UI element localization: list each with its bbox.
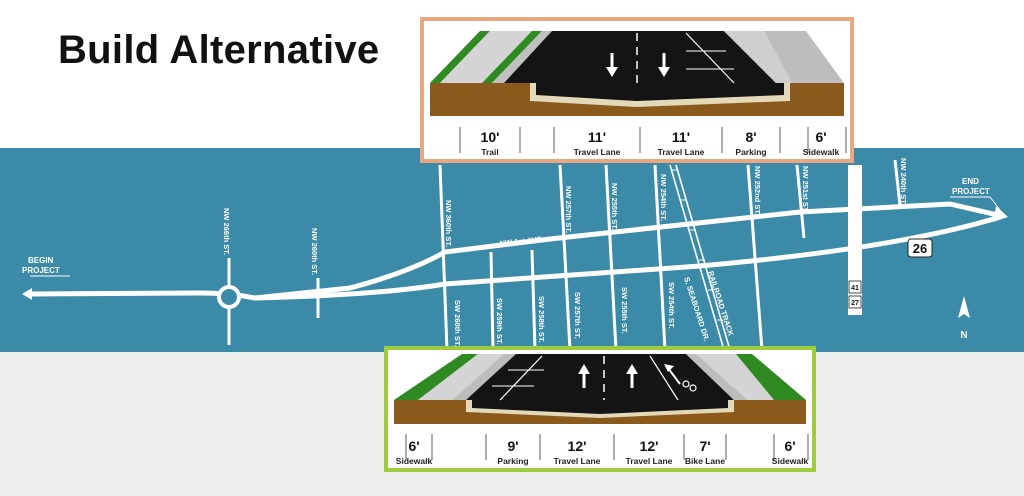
map-band <box>0 148 1024 352</box>
cross-streets <box>227 159 902 351</box>
begin-arrow <box>22 288 32 300</box>
street-label: SW 259th ST. <box>495 298 504 345</box>
svg-text:27: 27 <box>851 300 859 307</box>
street-label: NW 251st ST. <box>801 166 810 213</box>
arrow-up-icon <box>626 364 638 388</box>
street-line <box>489 251 495 351</box>
dimension-label: 12' Travel Lane <box>553 438 601 466</box>
dimension-label: 11' Travel Lane <box>657 129 705 157</box>
street-line <box>795 164 806 239</box>
dimension-label: 7' Bike Lane <box>684 438 726 466</box>
dimension-label: 12' Travel Lane <box>625 438 673 466</box>
arrow-up-icon <box>578 364 590 388</box>
railroad-track <box>669 164 731 351</box>
street-label: NW 252nd ST. <box>753 166 762 215</box>
dimension-label: 6' Sidewalk <box>771 438 809 466</box>
page-title: Build Alternative <box>58 28 380 72</box>
dimension-label: 11' Travel Lane <box>573 129 621 157</box>
cross-section-bottom: 6' Sidewalk 9' Parking 12' Travel Lane 1… <box>384 346 816 472</box>
arrow-down-icon <box>658 53 670 77</box>
street-label: NW 360th ST. <box>444 200 453 247</box>
street-label: SW 258th ST. <box>537 296 546 343</box>
svg-text:26: 26 <box>913 241 927 256</box>
roundabout <box>217 285 241 309</box>
north-arrow-icon: N <box>958 296 970 341</box>
dimension-label: 6' Sidewalk <box>395 438 433 466</box>
street-label: SW 254th ST. <box>667 282 676 329</box>
street-label: NW 266th ST. <box>222 208 231 255</box>
cross-section-top-drawing <box>430 31 847 153</box>
us-route-shield: 26 <box>907 238 933 258</box>
overpass-road <box>848 165 862 315</box>
dimension-label: 6' Sidewalk <box>802 129 840 157</box>
svg-text:41: 41 <box>851 285 859 292</box>
street-label: SW 255th ST. <box>620 287 629 334</box>
dimension-label: 10' Trail <box>480 129 500 157</box>
bike-lane-symbol-icon <box>664 364 697 392</box>
main-corridor <box>27 214 1001 301</box>
street-label: NW 257th ST. <box>564 186 573 233</box>
end-label-1: END <box>962 177 979 186</box>
street-label: NW 240th ST. <box>899 158 908 205</box>
street-line <box>746 164 764 351</box>
dimension-label: 9' Parking <box>497 438 529 466</box>
street-label: NW 255th ST. <box>610 183 619 230</box>
svg-text:N: N <box>960 330 967 341</box>
street-line <box>893 159 902 206</box>
street-label: SW 260th ST. <box>453 300 462 347</box>
state-route-shield: 41 27 <box>848 280 862 309</box>
begin-label-1: BEGIN <box>28 256 54 265</box>
cross-section-bottom-drawing <box>394 354 809 460</box>
street-line <box>604 164 618 351</box>
end-arrow <box>993 206 1008 222</box>
street-line <box>530 249 537 351</box>
street-line <box>558 164 572 351</box>
street-label: NW 254th ST. <box>659 174 668 221</box>
dimension-label: 8' Parking <box>735 129 767 157</box>
street-line <box>653 164 667 351</box>
street-label: SW 257th ST. <box>573 292 582 339</box>
end-label-2: PROJECT <box>952 187 990 196</box>
street-line <box>438 164 449 351</box>
begin-label-2: PROJECT <box>22 266 60 275</box>
street-label: NW 260th ST. <box>310 228 319 275</box>
nw-1st-ave <box>254 201 1003 301</box>
cross-section-top: 10' Trail 11' Travel Lane 11' Travel Lan… <box>420 17 854 163</box>
arrow-down-icon <box>606 53 618 77</box>
